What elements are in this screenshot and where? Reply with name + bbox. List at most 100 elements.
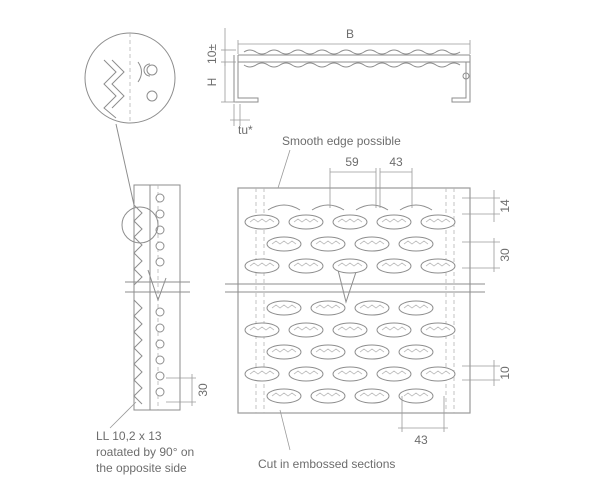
pitch-b-dimension: 43 — [389, 155, 403, 169]
embossed-opening — [398, 300, 434, 316]
hole-note-line2: roatated by 90° on — [96, 445, 194, 459]
opening-teeth — [403, 240, 429, 245]
embossed-opening — [376, 214, 412, 230]
opening-teeth — [337, 262, 363, 267]
opening-teeth — [381, 218, 407, 223]
opening-teeth — [425, 326, 451, 331]
embossed-opening — [354, 300, 390, 316]
opening-teeth — [315, 240, 341, 245]
embossed-opening — [420, 322, 456, 338]
opening-teeth — [359, 304, 385, 309]
opening-teeth — [271, 348, 297, 353]
opening-teeth — [403, 304, 429, 309]
embossed-opening — [244, 322, 280, 338]
opening-teeth — [359, 240, 385, 245]
embossed-opening — [376, 258, 412, 274]
opening-teeth — [315, 304, 341, 309]
opening-teeth — [403, 348, 429, 353]
opening-teeth — [359, 392, 385, 397]
opening-teeth — [271, 240, 297, 245]
opening-teeth — [337, 218, 363, 223]
opening-teeth — [425, 262, 451, 267]
right-top-dimension: 14 — [498, 199, 512, 213]
opening-teeth — [249, 370, 275, 375]
bottom-dimension-lines — [398, 396, 448, 432]
thickness-label: 10± — [205, 44, 219, 64]
embossed-opening — [288, 214, 324, 230]
tu-label: tu* — [238, 123, 253, 137]
opening-teeth — [403, 392, 429, 397]
height-label: H — [205, 78, 219, 87]
embossed-opening — [332, 322, 368, 338]
opening-teeth — [337, 326, 363, 331]
profile-section — [221, 28, 471, 126]
side-pitch-dimension: 30 — [196, 383, 210, 397]
right-mid-dimension: 30 — [498, 248, 512, 262]
embossed-opening — [244, 258, 280, 274]
top-pitch-dimensions — [329, 168, 413, 208]
embossed-opening — [266, 300, 302, 316]
embossed-opening — [266, 388, 302, 404]
edge-cut-opening — [399, 204, 433, 211]
embossed-opening — [420, 258, 456, 274]
embossed-opening — [244, 214, 280, 230]
detail-magnifier — [84, 32, 176, 206]
opening-teeth — [271, 304, 297, 309]
embossed-opening — [244, 366, 280, 382]
right-dimensions — [462, 190, 500, 386]
embossed-openings — [244, 204, 456, 404]
bottom-dimension: 43 — [414, 433, 428, 447]
embossed-opening — [332, 366, 368, 382]
opening-teeth — [271, 392, 297, 397]
embossed-opening — [310, 300, 346, 316]
embossed-opening — [398, 344, 434, 360]
embossed-opening — [288, 322, 324, 338]
edge-cut-opening — [355, 204, 389, 211]
opening-teeth — [381, 326, 407, 331]
embossed-opening — [376, 322, 412, 338]
opening-teeth — [337, 370, 363, 375]
embossed-opening — [266, 344, 302, 360]
opening-teeth — [425, 370, 451, 375]
embossed-opening — [354, 236, 390, 252]
opening-teeth — [293, 370, 319, 375]
embossed-opening — [332, 214, 368, 230]
right-low-dimension: 10 — [498, 366, 512, 380]
embossed-opening — [420, 214, 456, 230]
opening-teeth — [425, 218, 451, 223]
embossed-opening — [376, 366, 412, 382]
embossed-opening — [420, 366, 456, 382]
embossed-opening — [288, 258, 324, 274]
width-label: B — [346, 27, 354, 41]
opening-teeth — [293, 326, 319, 331]
opening-teeth — [249, 326, 275, 331]
opening-teeth — [381, 370, 407, 375]
embossed-opening — [310, 388, 346, 404]
hole-note-line3: the opposite side — [96, 461, 187, 475]
embossed-opening — [288, 366, 324, 382]
embossed-opening — [266, 236, 302, 252]
embossed-opening — [354, 344, 390, 360]
cut-in-note: Cut in embossed sections — [258, 457, 395, 471]
embossed-opening — [354, 388, 390, 404]
edge-cut-opening — [311, 204, 345, 211]
edge-cut-opening — [267, 204, 301, 211]
opening-teeth — [293, 218, 319, 223]
opening-teeth — [249, 262, 275, 267]
opening-teeth — [359, 348, 385, 353]
embossed-opening — [310, 344, 346, 360]
embossed-opening — [398, 236, 434, 252]
opening-teeth — [381, 262, 407, 267]
opening-teeth — [315, 348, 341, 353]
embossed-opening — [310, 236, 346, 252]
opening-teeth — [315, 392, 341, 397]
pitch-a-dimension: 59 — [345, 155, 359, 169]
embossed-opening — [398, 388, 434, 404]
opening-teeth — [249, 218, 275, 223]
opening-teeth — [293, 262, 319, 267]
hole-note-line1: LL 10,2 x 13 — [96, 429, 162, 443]
embossed-opening — [332, 258, 368, 274]
side-view-strip — [121, 184, 196, 411]
smooth-edge-note: Smooth edge possible — [282, 134, 401, 148]
